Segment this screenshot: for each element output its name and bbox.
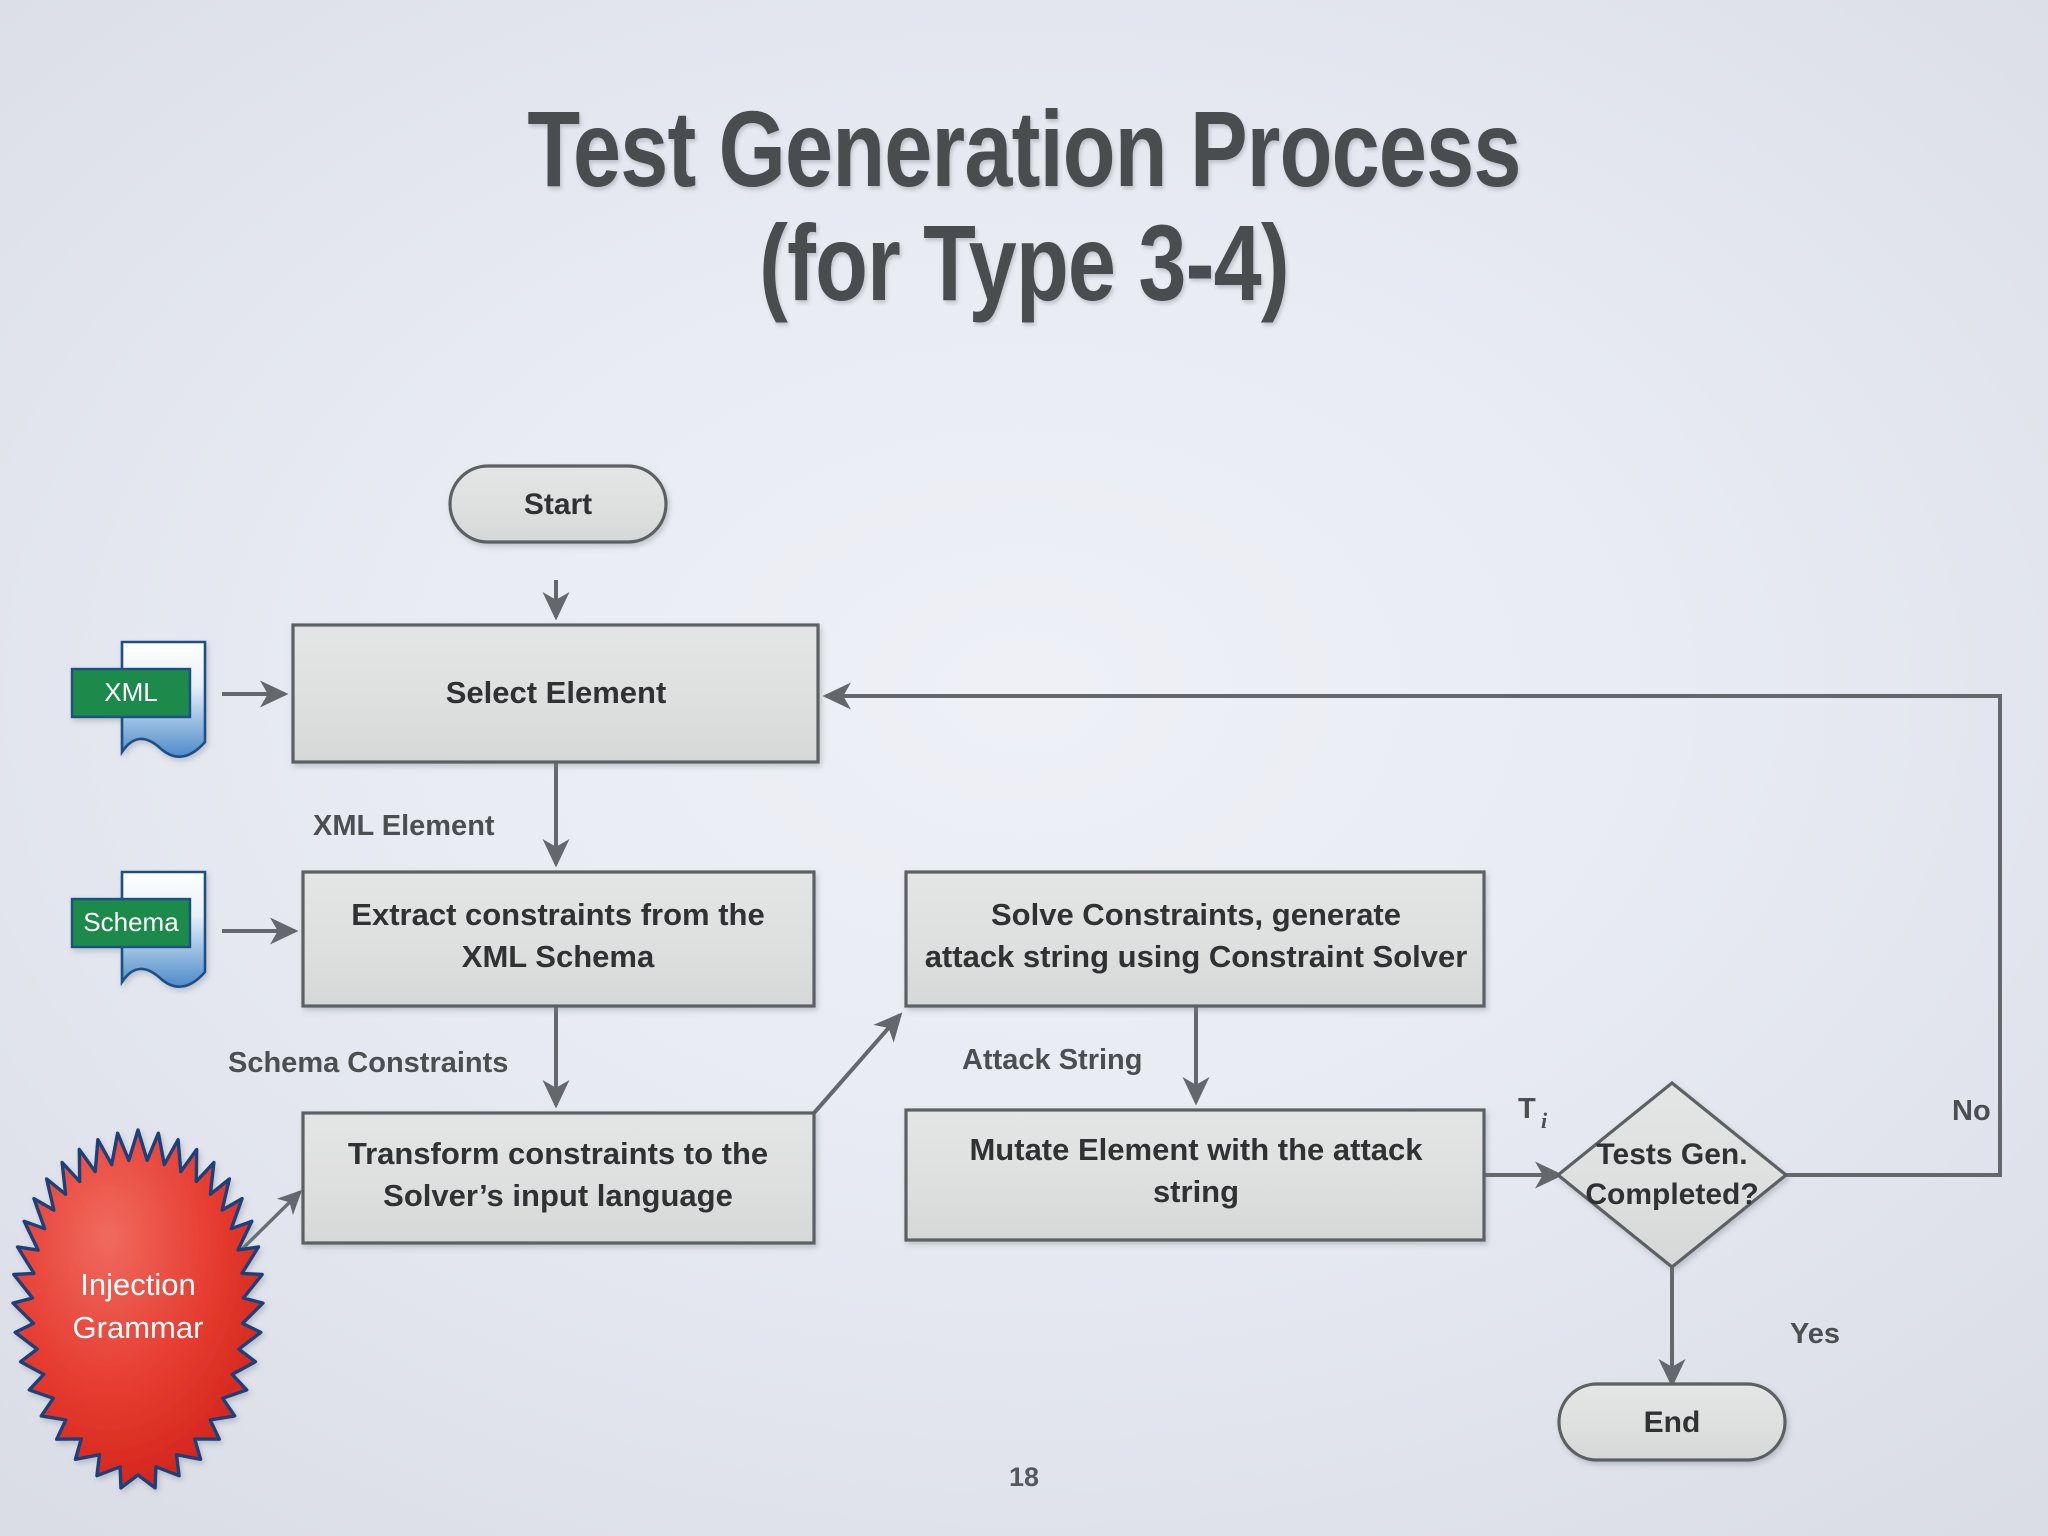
edge-label-xml-element: XML Element	[313, 810, 495, 842]
svg-text:attack string using Constraint: attack string using Constraint Solver	[925, 939, 1468, 974]
xml-document-icon[interactable]: XML	[70, 640, 207, 758]
node-select-element[interactable]	[291, 623, 820, 764]
edge-label-yes: Yes	[1790, 1318, 1840, 1350]
svg-text:Solve Constraints, generate: Solve Constraints, generate	[991, 897, 1401, 932]
node-solve-constraints[interactable]	[904, 870, 1486, 1008]
svg-text:Tests Gen.: Tests Gen.	[1596, 1138, 1747, 1171]
transform-constraints-label: Transform constraints to the Solver’s in…	[348, 1136, 768, 1213]
injection-grammar-callout[interactable]: Injection Grammar	[11, 1128, 265, 1490]
mutate-element-label: Mutate Element with the attack string	[969, 1132, 1423, 1209]
decision-shape	[1555, 1080, 1789, 1270]
edge-transform-to-solve	[812, 1012, 903, 1115]
page-title: Test Generation Process (for Type 3-4)	[205, 88, 1843, 324]
svg-text:Mutate Element with the attack: Mutate Element with the attack	[969, 1132, 1423, 1167]
extract-constraints-label: Extract constraints from the XML Schema	[351, 897, 764, 974]
select-element-label: Select Element	[446, 675, 667, 710]
node-mutate-element[interactable]	[904, 1108, 1486, 1242]
svg-text:Transform constraints to the: Transform constraints to the	[348, 1136, 768, 1171]
svg-text:Solver’s input language: Solver’s input language	[383, 1178, 733, 1213]
end-label: End	[1644, 1406, 1701, 1439]
edge-label-schema-constraints: Schema Constraints	[228, 1047, 508, 1079]
injection-grammar-line-2: Grammar	[73, 1310, 204, 1345]
edge-label-ti-base: T	[1518, 1093, 1536, 1125]
page-number: 18	[1008, 1462, 1040, 1492]
schema-doc-label: Schema	[83, 907, 179, 937]
select-element-shape	[291, 623, 820, 764]
node-end[interactable]	[1557, 1382, 1787, 1462]
node-transform-constraints[interactable]	[301, 1111, 816, 1245]
decision-label: Tests Gen. Completed?	[1585, 1138, 1758, 1211]
xml-doc-label: XML	[104, 677, 157, 707]
svg-text:XML Schema: XML Schema	[462, 939, 655, 974]
start-shape	[448, 464, 668, 544]
title-line-2: (for Type 3-4)	[759, 202, 1289, 324]
svg-text:Completed?: Completed?	[1585, 1178, 1758, 1211]
edge-label-ti: T i	[1518, 1093, 1548, 1133]
edge-label-ti-subscript: i	[1541, 1108, 1548, 1133]
mutate-element-shape	[904, 1108, 1486, 1242]
transform-constraints-shape	[301, 1111, 816, 1245]
starburst-shape	[11, 1128, 265, 1490]
start-label: Start	[524, 488, 592, 521]
node-start[interactable]	[448, 464, 668, 544]
edge-label-no: No	[1952, 1095, 1991, 1127]
title-line-1: Test Generation Process	[527, 88, 1521, 209]
node-extract-constraints[interactable]	[301, 870, 816, 1008]
injection-grammar-line-1: Injection	[80, 1267, 195, 1302]
extract-constraints-shape	[301, 870, 816, 1008]
solve-constraints-label: Solve Constraints, generate attack strin…	[925, 897, 1468, 974]
node-decision-tests-gen[interactable]	[1555, 1080, 1789, 1270]
edge-decision-no-to-select	[822, 682, 2002, 1177]
solve-constraints-shape	[904, 870, 1486, 1008]
edge-label-attack-string: Attack String	[962, 1044, 1142, 1076]
schema-document-icon[interactable]: Schema	[70, 870, 207, 988]
schema-doc-badge	[70, 897, 192, 949]
xml-doc-badge	[70, 667, 192, 719]
end-shape	[1557, 1382, 1787, 1462]
svg-text:string: string	[1153, 1174, 1239, 1209]
svg-text:Extract constraints from the: Extract constraints from the	[351, 897, 764, 932]
